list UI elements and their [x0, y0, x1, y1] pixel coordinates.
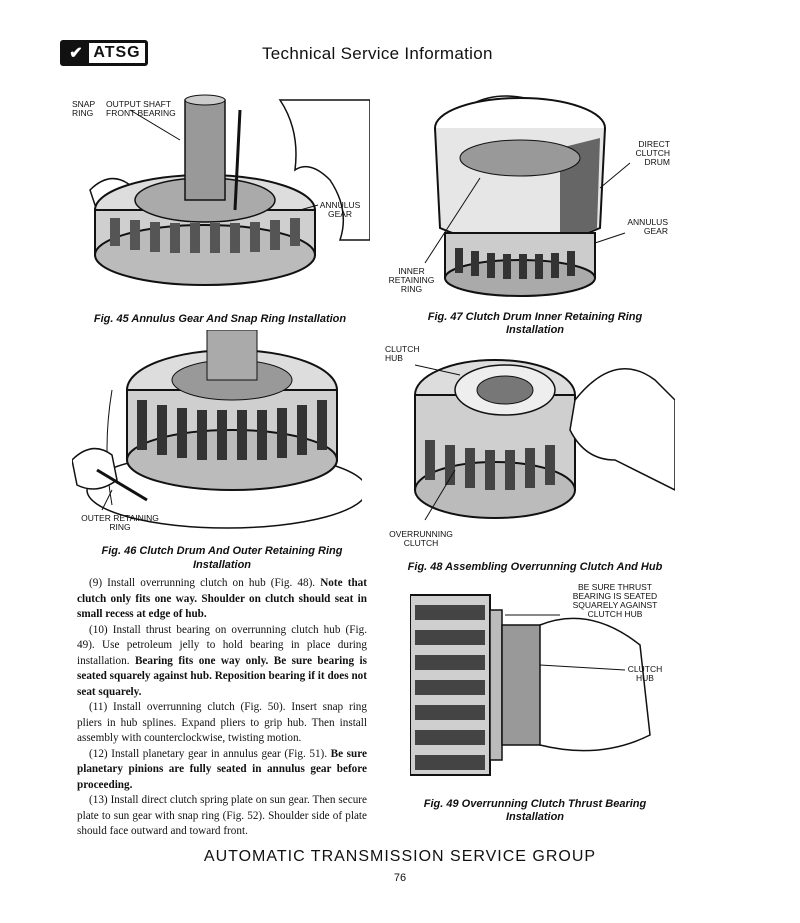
fig48-label-clutch-hub: CLUTCH HUB [385, 344, 420, 363]
fig45-label-output-shaft: OUTPUT SHAFT FRONT BEARING [106, 99, 176, 118]
fig46-caption-line1: Fig. 46 Clutch Drum And Outer Retaining … [101, 545, 343, 557]
figure-47-illustration [424, 95, 631, 297]
fig45-label-snap-ring: SNAP RING [72, 99, 95, 118]
fig48-label-overrunning-clutch: OVERRUNNING CLUTCH [389, 529, 453, 548]
fig48-caption: Fig. 48 Assembling Overrunning Clutch An… [407, 561, 663, 573]
fig45-label-annulus-gear: ANNULUS GEAR [319, 200, 361, 219]
footer-org: AUTOMATIC TRANSMISSION SERVICE GROUP [203, 848, 597, 865]
step-9: (9) Install overrunning clutch on hub (F… [77, 577, 367, 620]
step-11: (11) Install overrunning clutch (Fig. 50… [77, 701, 367, 744]
figure-46-illustration [72, 330, 362, 529]
fig49-caption-line1: Fig. 49 Overrunning Clutch Thrust Bearin… [423, 798, 647, 810]
step-12: (12) Install planetary gear in annulus g… [77, 747, 367, 791]
fig47-caption-line2: Installation [505, 324, 565, 336]
fig47-caption-line1: Fig. 47 Clutch Drum Inner Retaining Ring [427, 311, 643, 323]
fig47-label-direct-clutch-drum: DIRECT CLUTCH DRUM [635, 139, 670, 167]
figure-48-illustration [414, 359, 675, 521]
fig45-caption: Fig. 45 Annulus Gear And Snap Ring Insta… [93, 313, 347, 325]
fig49-label-thrust-bearing-note: BE SURE THRUST BEARING IS SEATED SQUAREL… [572, 582, 658, 619]
page-title: Technical Service Information [262, 44, 493, 63]
figure-49-illustration [410, 594, 651, 776]
fig49-label-clutch-hub: CLUTCH HUB [627, 664, 663, 683]
checkmark-icon: ✔ [63, 43, 89, 63]
step-10: (10) Install thrust bearing on overrunni… [77, 623, 367, 698]
figure-45-illustration [89, 94, 370, 286]
atsg-logo: ✔ ATSG [60, 40, 148, 66]
fig46-label-outer-retaining-ring: OUTER RETAINING RING [81, 513, 159, 532]
fig46-caption-line2: Installation [192, 559, 252, 571]
page-number: 76 [393, 872, 407, 884]
fig49-caption-line2: Installation [505, 811, 565, 823]
instruction-text: (9) Install overrunning clutch on hub (F… [77, 576, 367, 840]
fig47-label-annulus-gear: ANNULUS GEAR [627, 217, 668, 236]
logo-text: ATSG [93, 44, 141, 61]
fig47-label-inner-retaining-ring: INNER RETAINING RING [388, 266, 435, 294]
step-13: (13) Install direct clutch spring plate … [77, 794, 367, 837]
